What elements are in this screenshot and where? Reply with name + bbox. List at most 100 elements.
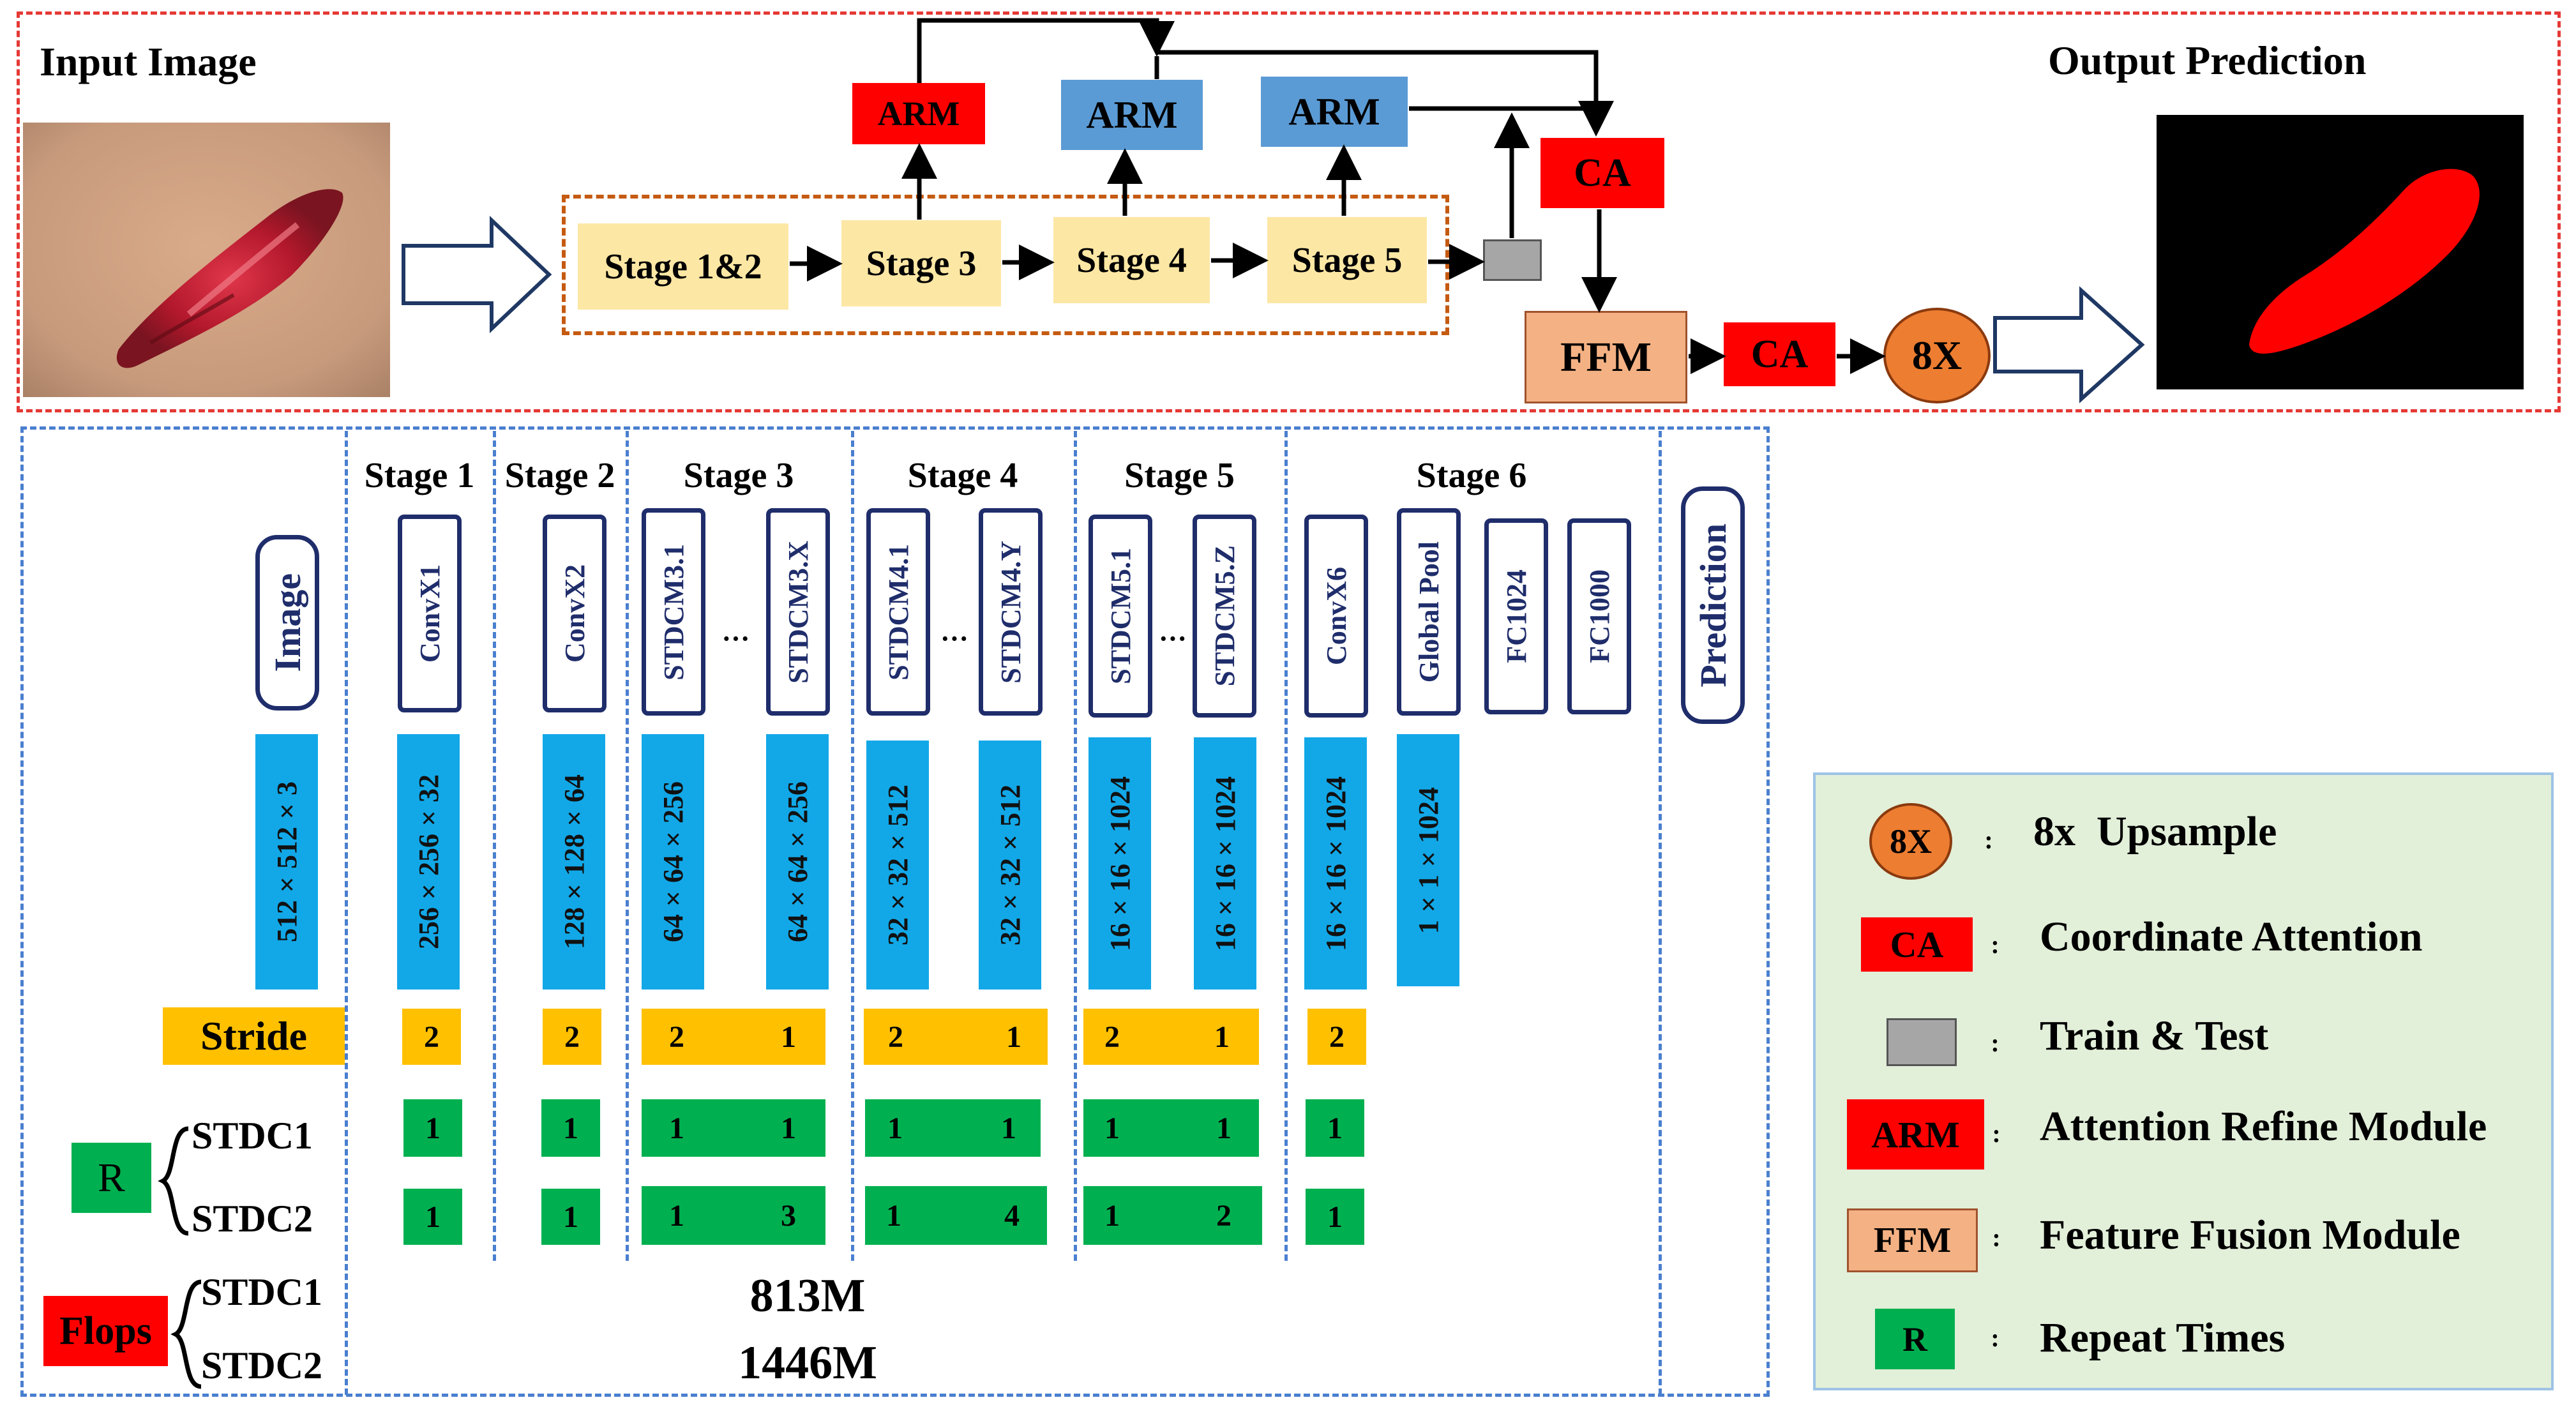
legend-arm-desc: Attention Refine Module bbox=[2040, 1103, 2487, 1150]
stride-label: Stride bbox=[163, 1007, 345, 1065]
output-prediction-mask bbox=[2157, 115, 2524, 389]
repeat1-stage5-first: 1 bbox=[1104, 1111, 1120, 1145]
repeat2-stage5-first: 1 bbox=[1104, 1198, 1120, 1233]
dims-stage3-last-label: 64×64×256 bbox=[781, 781, 813, 942]
column-divider bbox=[851, 431, 854, 1261]
dims-stage2: 128×128×64 bbox=[543, 734, 605, 989]
stage-5-box: Stage 5 bbox=[1267, 217, 1427, 303]
legend-arm-icon: ARM bbox=[1847, 1099, 1984, 1170]
arm-stage3-box: ARM bbox=[852, 83, 985, 144]
repeat-stdc1-label: STDC1 bbox=[192, 1115, 313, 1157]
dims-stage4-first: 32×32×512 bbox=[866, 741, 929, 989]
stage-1-2-box: Stage 1&2 bbox=[578, 223, 788, 310]
layer-stdcm5-z-label: STDCM5.Z bbox=[1209, 545, 1240, 687]
legend-panel bbox=[1813, 772, 2554, 1390]
repeat2-stage3-bar: 1 3 bbox=[642, 1186, 825, 1245]
layer-fc1024: FC1024 bbox=[1484, 518, 1548, 714]
repeat2-stage3-first: 1 bbox=[669, 1198, 684, 1233]
legend-ca-icon: CA bbox=[1861, 917, 1973, 972]
stage-6-header: Stage 6 bbox=[1416, 456, 1527, 495]
stage-4-box: Stage 4 bbox=[1053, 217, 1210, 303]
layer-stdcm4-1-label: STDCM4.1 bbox=[882, 543, 914, 681]
top-pipeline-frame bbox=[17, 11, 2561, 412]
layer-convx2-label: ConvX2 bbox=[559, 564, 591, 663]
layer-convx1-label: ConvX1 bbox=[414, 564, 446, 663]
stride-stage5-bar: 2 1 bbox=[1083, 1009, 1259, 1065]
repeat1-stage6: 1 bbox=[1306, 1099, 1364, 1157]
train-test-box bbox=[1483, 239, 1542, 281]
column-divider bbox=[345, 431, 348, 1395]
legend-r-icon: R bbox=[1875, 1309, 1955, 1369]
stride-stage3-bar: 2 1 bbox=[642, 1009, 825, 1065]
arm-stage5-box: ARM bbox=[1261, 77, 1408, 147]
flops-stdc1-value: 813M bbox=[749, 1269, 866, 1322]
layer-stdcm3-x: STDCM3.X bbox=[766, 508, 830, 716]
legend-train-test-desc: Train & Test bbox=[2040, 1012, 2269, 1059]
dims-stage1: 256×256×32 bbox=[397, 734, 460, 989]
stride-stage5-last: 1 bbox=[1214, 1020, 1230, 1054]
layer-stdcm4-y: STDCM4.Y bbox=[979, 508, 1043, 716]
ffm-box: FFM bbox=[1525, 311, 1687, 403]
legend-train-test-icon bbox=[1887, 1018, 1957, 1066]
repeat2-stage4-last: 4 bbox=[1004, 1198, 1020, 1233]
top-arrows bbox=[402, 18, 2145, 403]
dims-convx6-label: 16×16×1024 bbox=[1320, 776, 1352, 951]
legend-r-desc: Repeat Times bbox=[2040, 1314, 2286, 1361]
layer-stdcm5-z: STDCM5.Z bbox=[1193, 515, 1256, 718]
layer-fc1000: FC1000 bbox=[1567, 518, 1631, 714]
repeat2-stage4-first: 1 bbox=[886, 1198, 901, 1233]
stride-stage4-bar: 2 1 bbox=[864, 1009, 1048, 1065]
dims-stage3-first-label: 64×64×256 bbox=[657, 781, 689, 942]
layer-stdcm5-1-label: STDCM5.1 bbox=[1104, 548, 1136, 684]
dims-stage4-last: 32×32×512 bbox=[979, 741, 1041, 989]
flops-brace bbox=[170, 1279, 202, 1389]
dims-image-label: 512×512×3 bbox=[271, 781, 303, 942]
dims-stage4-last-label: 32×32×512 bbox=[994, 785, 1026, 945]
prediction-mask-graphic bbox=[2249, 169, 2480, 354]
stride-stage4-last: 1 bbox=[1006, 1020, 1021, 1054]
dims-stage5-last: 16×16×1024 bbox=[1194, 737, 1256, 989]
layer-convx6-label: ConvX6 bbox=[1320, 566, 1352, 666]
dims-stage3-last: 64×64×256 bbox=[766, 734, 829, 989]
dims-global-pool-label: 1×1×1024 bbox=[1412, 786, 1444, 934]
stride-stage1: 2 bbox=[402, 1009, 461, 1065]
legend-sep: : bbox=[1991, 1323, 2000, 1352]
stage-3-box: Stage 3 bbox=[841, 220, 1001, 306]
repeat1-stage2: 1 bbox=[541, 1099, 600, 1157]
repeat1-stage5-last: 1 bbox=[1216, 1111, 1232, 1145]
repeat2-stage5-bar: 1 2 bbox=[1083, 1186, 1262, 1245]
backbone-frame bbox=[562, 195, 1449, 335]
layer-global-pool: Global Pool bbox=[1397, 508, 1461, 716]
stride-stage3-last: 1 bbox=[781, 1020, 796, 1054]
input-image bbox=[23, 123, 390, 397]
dims-stage5-first-label: 16×16×1024 bbox=[1104, 776, 1136, 951]
dims-image: 512×512×3 bbox=[255, 734, 318, 989]
column-divider bbox=[1659, 431, 1662, 1395]
wound-photo-graphic bbox=[23, 123, 390, 397]
dims-stage5-last-label: 16×16×1024 bbox=[1209, 776, 1241, 951]
dims-convx6: 16×16×1024 bbox=[1304, 737, 1367, 989]
repeat2-stage1: 1 bbox=[403, 1189, 462, 1245]
upsample-8x-circle: 8X bbox=[1883, 308, 1991, 403]
repeat1-stage4-first: 1 bbox=[887, 1111, 903, 1145]
repeat-brace bbox=[158, 1126, 189, 1236]
flops-legend-box: Flops bbox=[43, 1296, 168, 1366]
repeat-legend-box: R bbox=[72, 1143, 151, 1213]
layer-convx6: ConvX6 bbox=[1304, 515, 1368, 718]
stride-stage4-first: 2 bbox=[888, 1020, 903, 1054]
layer-stdcm4-1: STDCM4.1 bbox=[866, 508, 930, 716]
repeat1-stage4-last: 1 bbox=[1001, 1111, 1016, 1145]
stage-5-header: Stage 5 bbox=[1124, 456, 1235, 495]
repeat1-stage5-bar: 1 1 bbox=[1083, 1099, 1259, 1157]
prediction-output-label: Prediction bbox=[1692, 523, 1734, 688]
legend-8x-desc: 8x Upsample bbox=[2033, 808, 2277, 855]
layer-stdcm5-1: STDCM5.1 bbox=[1088, 515, 1152, 718]
dims-stage4-first-label: 32×32×512 bbox=[882, 785, 914, 945]
dims-global-pool: 1×1×1024 bbox=[1397, 734, 1459, 986]
dims-stage2-label: 128×128×64 bbox=[558, 774, 590, 949]
layer-convx1: ConvX1 bbox=[398, 515, 462, 712]
stride-stage6: 2 bbox=[1307, 1009, 1366, 1065]
legend-sep: : bbox=[1992, 1118, 2001, 1148]
layer-fc1024-label: FC1024 bbox=[1500, 569, 1532, 663]
dims-stage5-first: 16×16×1024 bbox=[1088, 737, 1151, 989]
